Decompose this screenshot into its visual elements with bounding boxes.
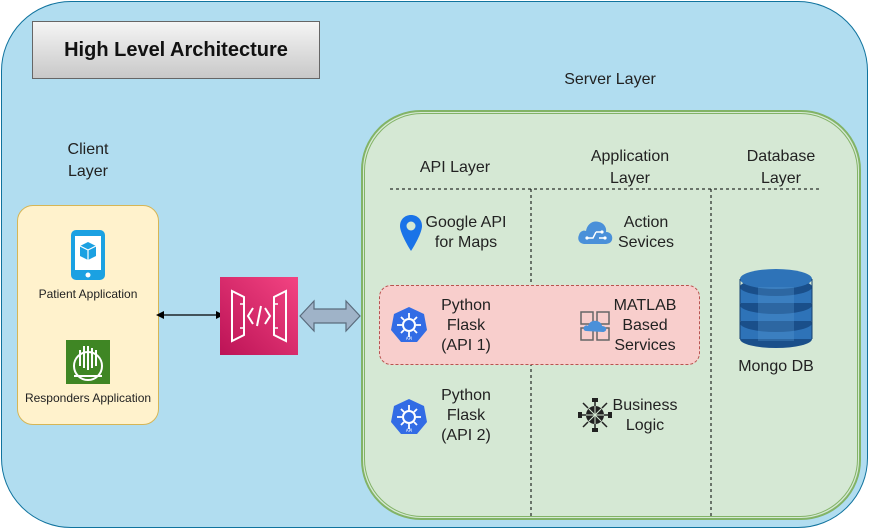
- responder-app-icon: [66, 340, 110, 384]
- action-services-label: Action Sevices: [617, 214, 675, 251]
- database-layer-title: Database Layer: [746, 148, 816, 187]
- matlab-service-icon: [580, 311, 610, 341]
- application-layer-title: Application Layer: [590, 148, 670, 187]
- business-logic-label: Business Logic: [612, 397, 678, 434]
- python-flask-api-2-label: Python Flask (API 2): [441, 387, 491, 444]
- svg-text:API: API: [406, 428, 412, 433]
- mobile-app-icon: [71, 230, 105, 280]
- svg-text:API: API: [406, 336, 412, 341]
- matlab-services-label: MATLAB Based Services: [613, 297, 677, 354]
- patient-application-label: Patient Application: [38, 287, 138, 301]
- api-layer-title: API Layer: [419, 159, 491, 176]
- api-gateway-icon: [220, 277, 298, 355]
- flask-api-1-icon: API: [391, 307, 427, 342]
- server-layer-border: [364, 113, 858, 517]
- gateway-server-arrow: [299, 299, 361, 333]
- flask-api-2-icon: API: [391, 399, 427, 434]
- business-logic-icon: [578, 398, 612, 432]
- cloud-service-icon: [578, 221, 613, 244]
- python-flask-api-1-label: Python Flask (API 1): [441, 297, 491, 354]
- map-pin-icon: [400, 215, 422, 251]
- diagram-title: High Level Architecture: [32, 21, 320, 79]
- responders-application-label: Responders Application: [24, 391, 152, 405]
- mongo-db-label: Mongo DB: [738, 358, 814, 375]
- flask-matlab-group: [379, 285, 700, 365]
- server-layer-title: Server Layer: [564, 71, 656, 88]
- google-api-maps-label: Google API for Maps: [425, 214, 507, 251]
- client-layer-title: Client Layer: [67, 141, 109, 180]
- database-icon: [739, 269, 813, 348]
